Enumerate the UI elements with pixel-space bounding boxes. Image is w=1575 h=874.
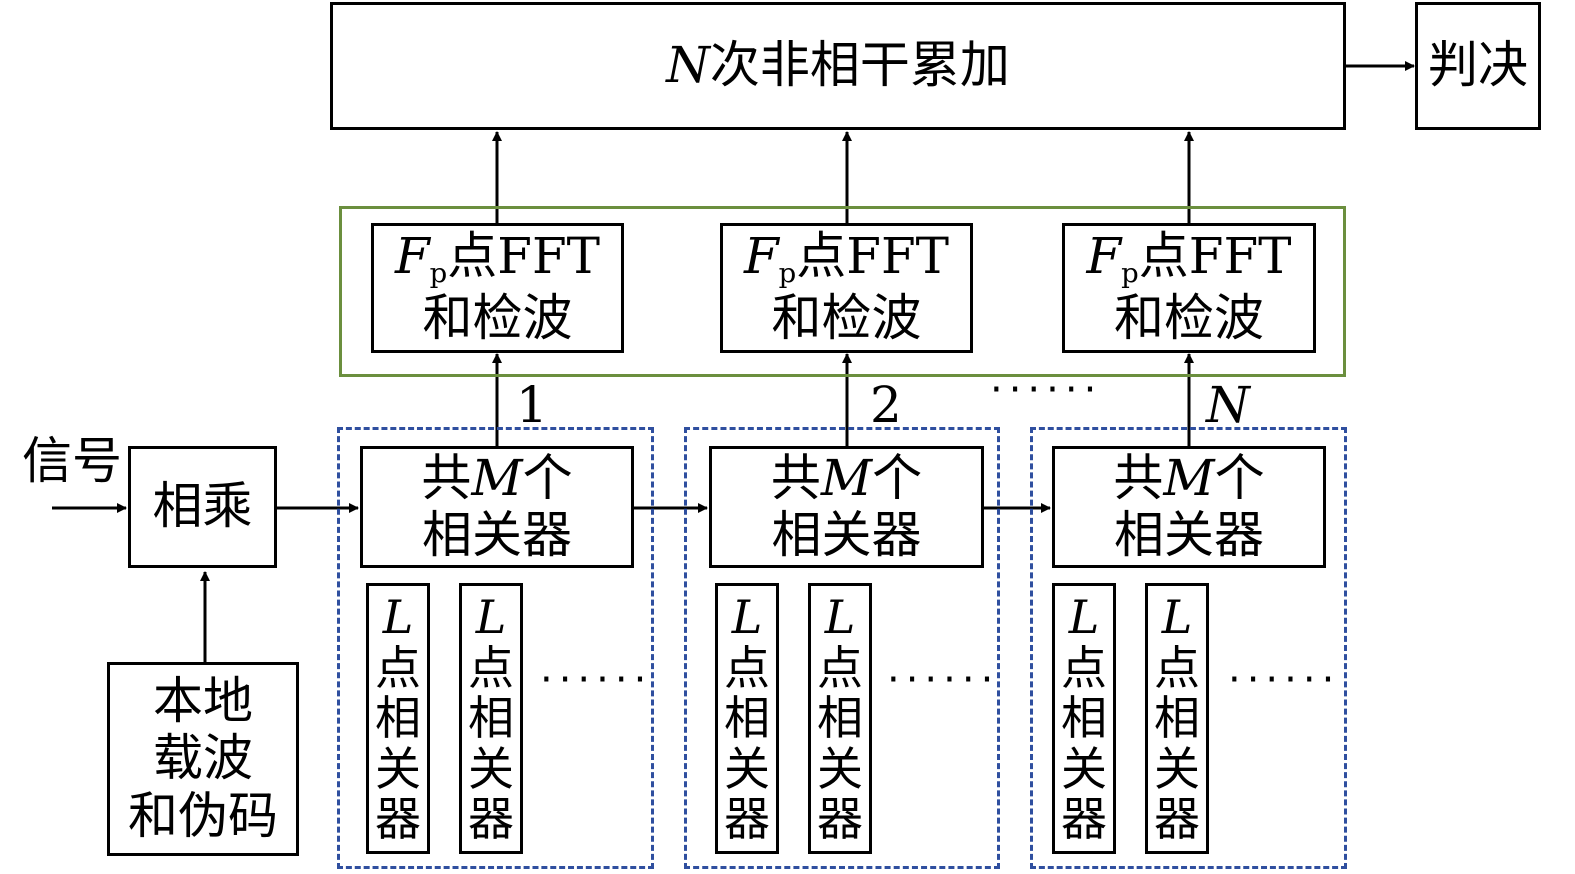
corr-c4: 器	[468, 792, 514, 847]
fft-line2: 和检波	[422, 289, 573, 348]
corr-var: L	[1161, 590, 1193, 645]
corr-c1: 点	[817, 640, 863, 695]
fft-group-frame	[339, 206, 1346, 377]
m-correlator-box-3: 共M个 相关器	[1052, 446, 1326, 568]
corr-c3: 关	[468, 741, 514, 796]
corr-c3: 关	[375, 741, 421, 796]
corr-var: L	[475, 590, 507, 645]
decision-box: 判决	[1415, 2, 1541, 130]
l-correlator-3b: L 点 相 关 器	[1145, 583, 1209, 854]
correlator-ellipsis-1: ······	[540, 657, 653, 703]
corr-c3: 关	[817, 741, 863, 796]
signal-label: 信号	[22, 432, 122, 490]
group-post: 个	[1214, 448, 1265, 507]
fft-box-2: Fp点FFT 和检波	[720, 223, 973, 353]
correlator-group-frame-1	[337, 427, 654, 869]
fft-sub: p	[1121, 257, 1139, 290]
fft-text: 点FFT	[447, 227, 601, 286]
corr-var: L	[382, 590, 414, 645]
corr-c1: 点	[468, 640, 514, 695]
corr-c2: 相	[1154, 691, 1200, 746]
corr-c2: 相	[724, 691, 770, 746]
decision-text: 判决	[1428, 36, 1528, 95]
fft-var: F	[743, 227, 779, 286]
group-pre: 共	[421, 448, 472, 507]
corr-c3: 关	[724, 741, 770, 796]
corr-c1: 点	[375, 640, 421, 695]
local-line3: 和伪码	[128, 786, 278, 845]
l-correlator-3a: L 点 相 关 器	[1052, 583, 1116, 854]
corr-c2: 相	[1061, 691, 1107, 746]
corr-c1: 点	[724, 640, 770, 695]
l-correlator-2a: L 点 相 关 器	[715, 583, 779, 854]
corr-c4: 器	[375, 792, 421, 847]
correlator-group-frame-3	[1030, 427, 1347, 869]
fft-var: F	[1086, 227, 1122, 286]
group-pre: 共	[1113, 448, 1164, 507]
local-carrier-box: 本地 载波 和伪码	[107, 662, 299, 856]
corr-c1: 点	[1154, 640, 1200, 695]
corr-var: L	[1068, 590, 1100, 645]
group-var: M	[1163, 448, 1215, 507]
corr-c4: 器	[817, 792, 863, 847]
corr-c2: 相	[817, 691, 863, 746]
branch-label-2: 2	[870, 376, 902, 434]
m-correlator-box-1: 共M个 相关器	[360, 446, 634, 568]
fft-line2: 和检波	[771, 289, 922, 348]
corr-c3: 关	[1154, 741, 1200, 796]
group-line2: 相关器	[1114, 506, 1264, 564]
corr-c2: 相	[375, 691, 421, 746]
fft-box-3: Fp点FFT 和检波	[1062, 223, 1316, 353]
group-post: 个	[872, 448, 923, 507]
corr-c2: 相	[468, 691, 514, 746]
group-line2: 相关器	[422, 506, 572, 564]
corr-c4: 器	[724, 792, 770, 847]
branch-label-1: 1	[516, 376, 548, 434]
multiply-text: 相乘	[152, 477, 253, 536]
corr-c3: 关	[1061, 741, 1107, 796]
correlator-ellipsis-3: ······	[1228, 657, 1341, 703]
l-correlator-1b: L 点 相 关 器	[459, 583, 523, 854]
branch-ellipsis: ······	[990, 367, 1103, 413]
corr-c4: 器	[1154, 792, 1200, 847]
fft-text: 点FFT	[1138, 227, 1292, 286]
group-pre: 共	[770, 448, 821, 507]
accumulate-box: N次非相干累加	[330, 2, 1346, 130]
corr-var: L	[731, 590, 763, 645]
l-correlator-1a: L 点 相 关 器	[366, 583, 430, 854]
correlator-ellipsis-2: ······	[887, 657, 1000, 703]
group-line2: 相关器	[771, 506, 922, 564]
group-post: 个	[522, 448, 573, 507]
correlator-group-frame-2	[684, 427, 1000, 869]
fft-text: 点FFT	[796, 227, 950, 286]
fft-line2: 和检波	[1114, 289, 1264, 348]
fft-sub: p	[429, 257, 448, 290]
fft-box-1: Fp点FFT 和检波	[371, 223, 624, 353]
accumulate-text: 次非相干累加	[709, 36, 1010, 95]
group-var: M	[471, 448, 523, 507]
corr-c4: 器	[1061, 792, 1107, 847]
fft-sub: p	[778, 257, 797, 290]
corr-var: L	[824, 590, 856, 645]
branch-label-n: N	[1206, 376, 1250, 434]
multiply-box: 相乘	[128, 446, 277, 568]
local-line2: 载波	[153, 729, 253, 788]
l-correlator-2b: L 点 相 关 器	[808, 583, 872, 854]
group-var: M	[820, 448, 873, 507]
fft-var: F	[394, 227, 430, 286]
corr-c1: 点	[1061, 640, 1107, 695]
local-line1: 本地	[153, 671, 253, 730]
accumulate-var: N	[666, 36, 710, 95]
m-correlator-box-2: 共M个 相关器	[709, 446, 984, 568]
